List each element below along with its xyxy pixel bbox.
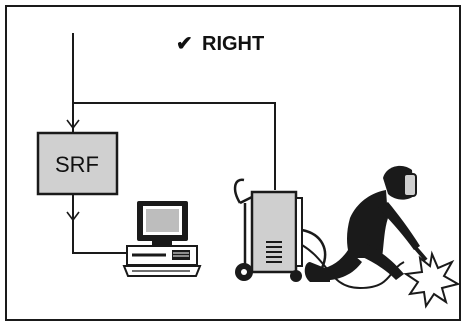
input-arrow-icon — [66, 119, 80, 130]
computer-line — [72, 194, 133, 254]
spark-icon — [403, 250, 461, 309]
machine-branch-line — [73, 102, 276, 190]
welder-icon — [304, 165, 428, 282]
computer-icon — [122, 201, 202, 277]
srf-box — [36, 131, 119, 196]
title-check-icon: ✔ — [176, 33, 193, 55]
srf-box-label: SRF — [55, 152, 99, 177]
diagram-title: RIGHT — [202, 33, 264, 55]
welding-machine-icon — [233, 178, 327, 282]
output-arrow-icon — [66, 211, 80, 222]
